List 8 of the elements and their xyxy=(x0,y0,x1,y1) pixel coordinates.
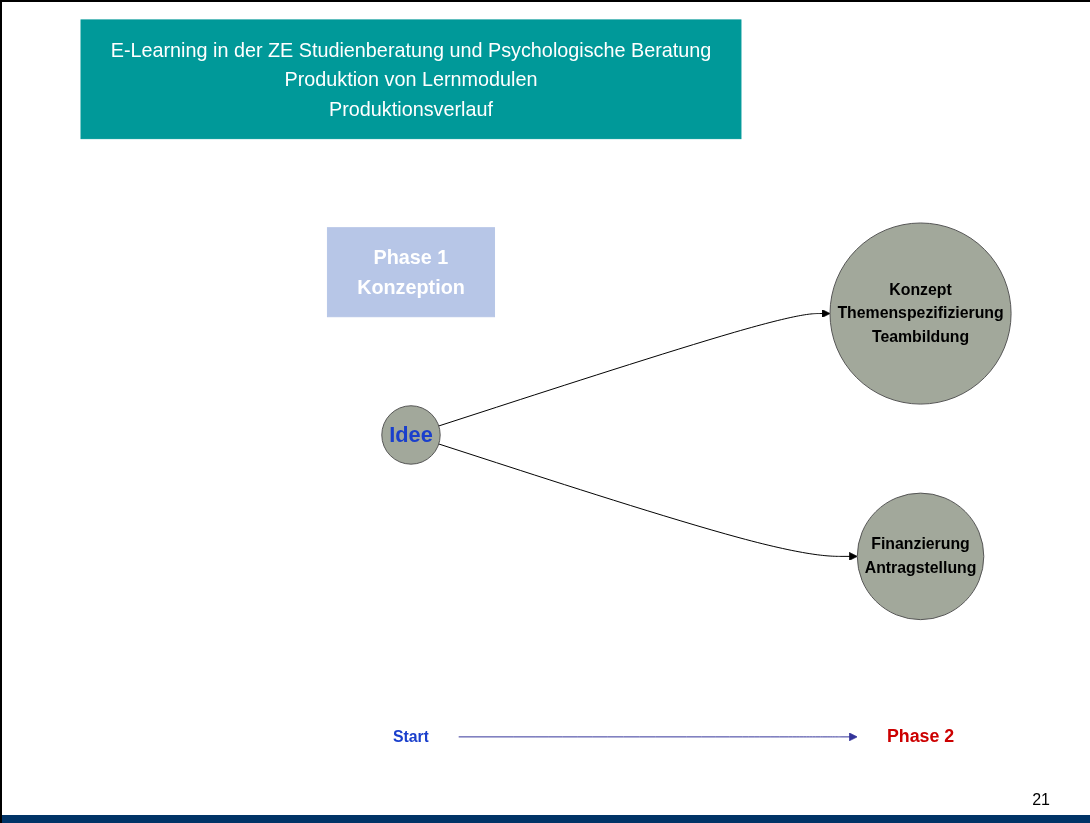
page-number: 21 xyxy=(1032,791,1050,808)
node-circle: Finanzierung Antragstellung xyxy=(856,492,985,621)
node-text: Phase 2 xyxy=(886,726,955,747)
node-box: Phase 1 Konzeption xyxy=(326,227,495,318)
node-box: E-Learning in der ZE Studienberatung und Psychologische Beratung Produktion von Lernmodulen Produktionsverlauf xyxy=(80,19,742,140)
node-circle: Idee xyxy=(381,405,441,465)
node-circle: Konzept Themenspezifizierung Teambildung xyxy=(829,222,1012,405)
node-text: Start xyxy=(392,727,429,745)
